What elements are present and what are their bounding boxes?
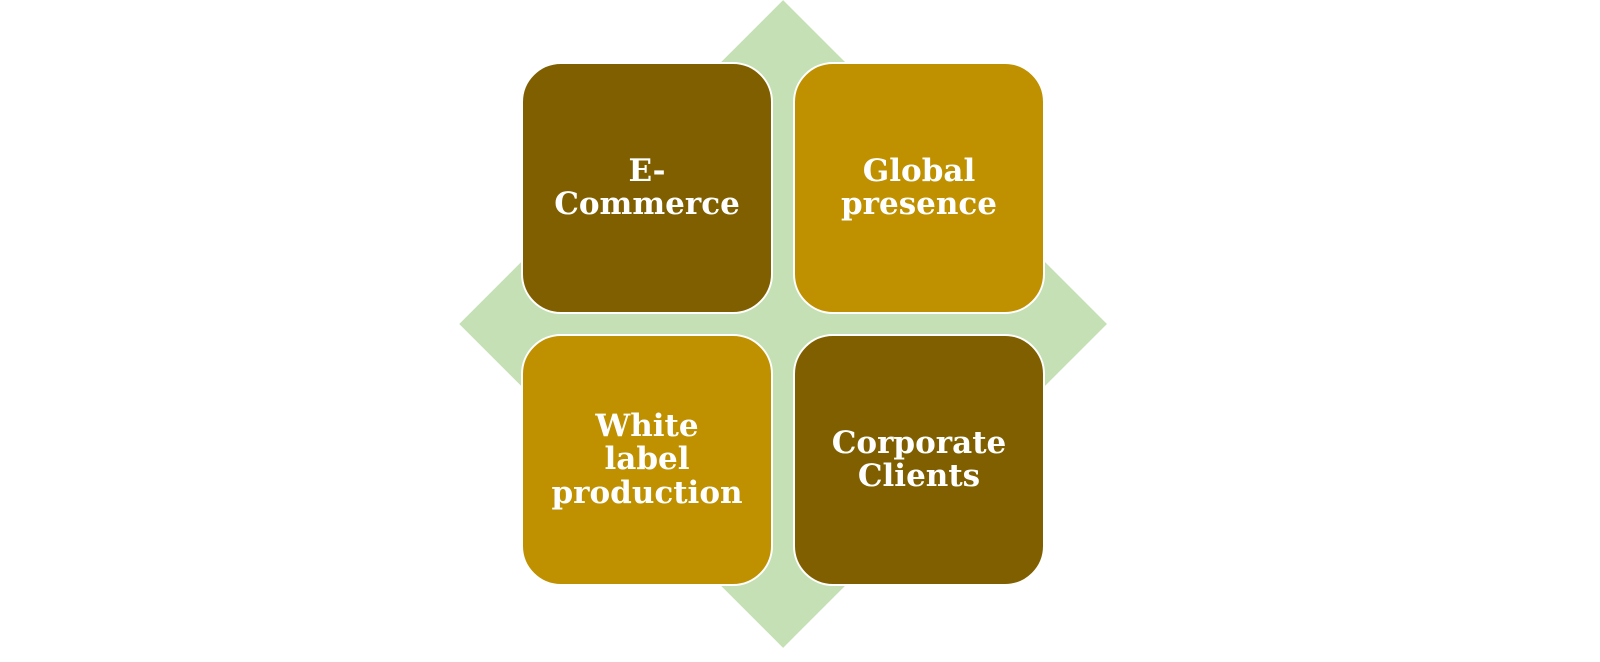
box-label: E- Commerce [554, 152, 740, 222]
box-label: White label production [551, 407, 743, 511]
box-global-presence: Global presence [793, 62, 1045, 314]
box-e-commerce: E- Commerce [521, 62, 773, 314]
box-label: Corporate Clients [831, 424, 1007, 494]
box-corporate-clients: Corporate Clients [793, 334, 1045, 586]
box-label: Global presence [840, 152, 998, 222]
box-white-label-production: White label production [521, 334, 773, 586]
